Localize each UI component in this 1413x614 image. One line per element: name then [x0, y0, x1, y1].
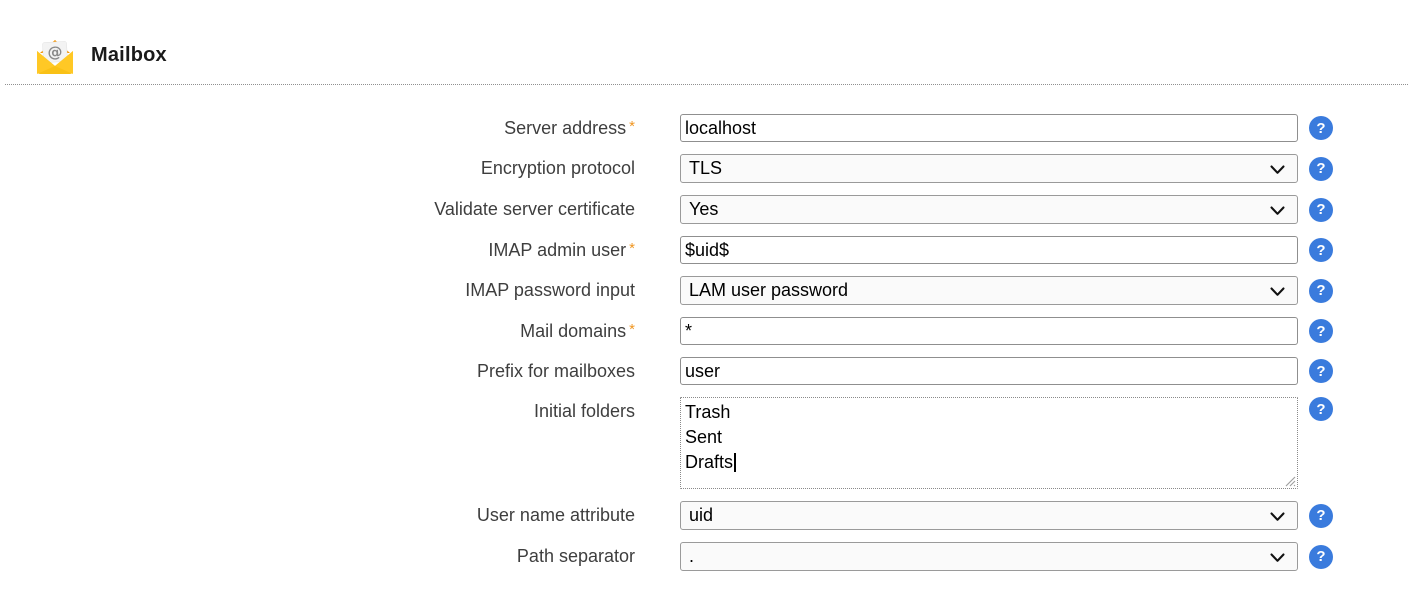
field-control-wrap: uid: [680, 501, 1298, 530]
help-icon[interactable]: ?: [1309, 278, 1333, 303]
field-label-text: IMAP admin user: [488, 239, 627, 260]
chevron-down-icon: [1270, 511, 1285, 522]
chevron-down-icon: [1270, 205, 1285, 216]
field-row-mail-domains: Mail domains* ?: [0, 317, 1413, 345]
field-control-wrap: Trash Sent Drafts: [680, 397, 1298, 489]
initial-folders-textarea[interactable]: Trash Sent Drafts: [680, 397, 1298, 489]
select-value: Yes: [689, 199, 719, 219]
mailbox-icon-svg: @: [37, 39, 73, 74]
field-label-text: Server address: [504, 117, 627, 138]
field-row-prefix-for-mailboxes: Prefix for mailboxes ?: [0, 357, 1413, 385]
help-icon[interactable]: ?: [1309, 197, 1333, 222]
help-icon[interactable]: ?: [1309, 156, 1333, 181]
chevron-down-icon: [1270, 286, 1285, 297]
text-caret: [734, 453, 737, 472]
field-label: Encryption protocol: [0, 158, 635, 179]
select-value: LAM user password: [689, 280, 849, 300]
field-label-text: IMAP password input: [465, 280, 635, 300]
server-address-input[interactable]: [680, 114, 1298, 142]
imap-password-input-select[interactable]: LAM user password: [680, 276, 1298, 305]
field-row-server-address: Server address* ?: [0, 114, 1413, 142]
help-icon[interactable]: ?: [1309, 238, 1333, 262]
mailbox-form: Server address* ? Encryption protocol TL…: [0, 114, 1413, 571]
field-label: IMAP admin user*: [0, 240, 635, 261]
field-control-wrap: Yes: [680, 195, 1298, 224]
resize-handle-svg: [1285, 476, 1296, 487]
mailbox-icon: @: [33, 34, 77, 78]
field-label: IMAP password input: [0, 280, 635, 301]
field-control-wrap: [680, 236, 1298, 264]
field-label: Server address*: [0, 118, 635, 139]
help-icon[interactable]: ?: [1309, 544, 1333, 569]
chevron-down-icon-svg: [1270, 511, 1285, 521]
field-row-initial-folders: Initial folders Trash Sent Drafts ?: [0, 397, 1413, 489]
page-title: Mailbox: [91, 44, 167, 66]
field-control-wrap: [680, 357, 1298, 385]
field-row-user-name-attribute: User name attribute uid ?: [0, 501, 1413, 530]
chevron-down-icon-svg: [1270, 205, 1285, 215]
field-label-text: Validate server certificate: [434, 199, 635, 219]
field-row-validate-server-certificate: Validate server certificate Yes ?: [0, 195, 1413, 224]
field-row-encryption-protocol: Encryption protocol TLS ?: [0, 154, 1413, 183]
page-header: @ Mailbox: [0, 0, 1413, 84]
chevron-down-icon: [1270, 164, 1285, 175]
chevron-down-icon: [1270, 552, 1285, 563]
field-control-wrap: [680, 114, 1298, 142]
chevron-down-icon-svg: [1270, 552, 1285, 562]
svg-text:@: @: [47, 42, 63, 61]
field-label: Initial folders: [0, 397, 635, 422]
help-icon[interactable]: ?: [1309, 319, 1333, 343]
field-control-wrap: LAM user password: [680, 276, 1298, 305]
field-label: Mail domains*: [0, 321, 635, 342]
help-icon[interactable]: ?: [1309, 116, 1333, 140]
field-label-text: User name attribute: [476, 505, 635, 525]
field-row-imap-admin-user: IMAP admin user* ?: [0, 236, 1413, 264]
header-separator: [5, 84, 1408, 85]
path-separator-select[interactable]: .: [680, 542, 1298, 571]
field-control-wrap: TLS: [680, 154, 1298, 183]
field-label-text: Path separator: [516, 546, 635, 566]
field-label-text: Mail domains: [520, 320, 627, 341]
mail-domains-input[interactable]: [680, 317, 1298, 345]
field-label: Validate server certificate: [0, 199, 635, 220]
field-label-text: Prefix for mailboxes: [476, 360, 635, 381]
resize-handle-icon[interactable]: [1284, 475, 1296, 487]
field-row-path-separator: Path separator . ?: [0, 542, 1413, 571]
field-label: User name attribute: [0, 505, 635, 526]
help-icon[interactable]: ?: [1309, 503, 1333, 528]
field-row-imap-password-input: IMAP password input LAM user password ?: [0, 276, 1413, 305]
user-name-attribute-select[interactable]: uid: [680, 501, 1298, 530]
field-control-wrap: .: [680, 542, 1298, 571]
help-icon[interactable]: ?: [1309, 397, 1333, 421]
required-asterisk: *: [629, 117, 635, 135]
chevron-down-icon-svg: [1270, 164, 1285, 174]
validate-server-certificate-select[interactable]: Yes: [680, 195, 1298, 224]
imap-admin-user-input[interactable]: [680, 236, 1298, 264]
textarea-text: Trash Sent Drafts: [685, 402, 734, 472]
field-label-text: Encryption protocol: [480, 158, 635, 178]
select-value: TLS: [689, 158, 723, 178]
prefix-for-mailboxes-input[interactable]: [680, 357, 1298, 385]
required-asterisk: *: [629, 320, 635, 338]
chevron-down-icon-svg: [1270, 286, 1285, 296]
help-icon[interactable]: ?: [1309, 359, 1333, 383]
field-label: Path separator: [0, 546, 635, 567]
select-value: .: [689, 546, 695, 566]
field-label-text: Initial folders: [533, 401, 635, 421]
select-value: uid: [689, 505, 714, 525]
required-asterisk: *: [629, 239, 635, 257]
field-control-wrap: [680, 317, 1298, 345]
encryption-protocol-select[interactable]: TLS: [680, 154, 1298, 183]
field-label: Prefix for mailboxes: [0, 361, 635, 382]
